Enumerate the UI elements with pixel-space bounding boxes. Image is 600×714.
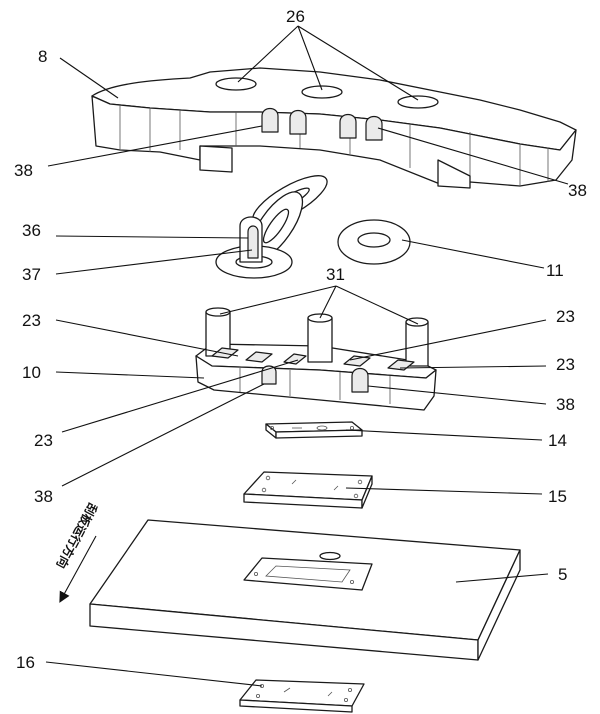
label-23-left: 23 (22, 311, 41, 330)
part-15-plate (243, 471, 373, 509)
leader-lines (45, 25, 569, 687)
label-38-right-lower: 38 (556, 395, 575, 414)
pin-31-right (405, 317, 429, 367)
part-11-ring (337, 219, 411, 265)
part-8-scraper-bar (91, 67, 577, 189)
pin-31-left (205, 307, 231, 357)
label-38-lower-left: 38 (34, 487, 53, 506)
direction-indicator: 刮板运行方向 (54, 501, 101, 603)
label-26: 26 (286, 7, 305, 26)
hole-26-right (397, 95, 439, 109)
label-5: 5 (558, 565, 567, 584)
label-15: 15 (548, 487, 567, 506)
label-14: 14 (548, 431, 567, 450)
label-38-upper-right: 38 (568, 181, 587, 200)
label-37: 37 (22, 265, 41, 284)
label-10: 10 (22, 363, 41, 382)
label-31: 31 (326, 265, 345, 284)
chain-links-36-37 (215, 175, 328, 279)
chain-seat-38-right (365, 115, 383, 141)
label-23-right-upper: 23 (556, 307, 575, 326)
part-14-plate (265, 421, 363, 439)
chain-seat-38-left (261, 107, 279, 133)
part-16-plate (239, 679, 365, 713)
label-11: 11 (546, 261, 564, 280)
hole-26-left (215, 77, 257, 91)
part-labels: 26 8 38 38 36 37 11 31 23 23 10 23 38 23… (14, 7, 587, 672)
label-8: 8 (38, 47, 47, 66)
part-10-connector (195, 307, 437, 411)
direction-arrow (59, 535, 97, 603)
direction-text: 刮板运行方向 (54, 501, 101, 572)
chain-seat-38-lower-right (351, 367, 369, 393)
pin-31-center (307, 313, 333, 363)
hole-26-center (301, 85, 343, 99)
chain-seat-38-lower-left (261, 365, 277, 385)
label-16: 16 (16, 653, 35, 672)
label-36: 36 (22, 221, 41, 240)
label-23-right-lower: 23 (556, 355, 575, 374)
label-23-lower-left: 23 (34, 431, 53, 450)
part-5-base-block (89, 519, 521, 661)
label-38-upper-left: 38 (14, 161, 33, 180)
